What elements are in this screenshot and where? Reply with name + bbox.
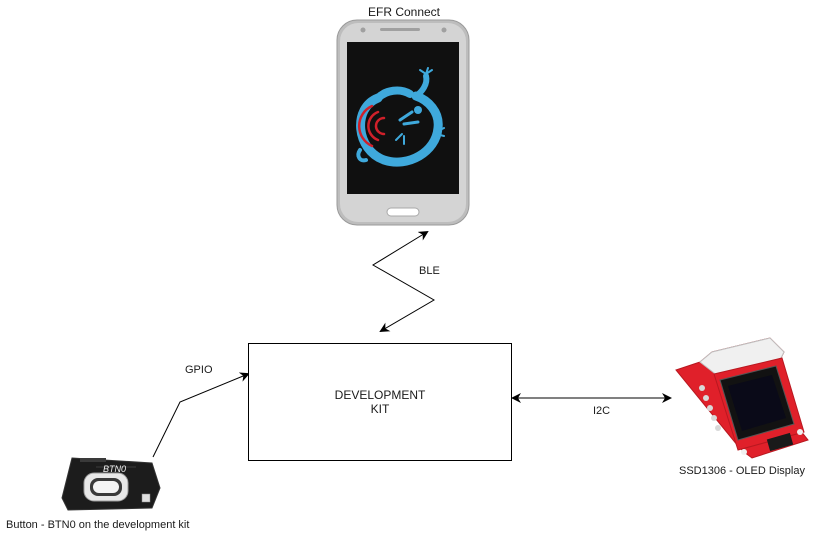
phone-home-button	[386, 207, 420, 217]
phone-label: EFR Connect	[367, 5, 441, 19]
efr-connect-gecko-logo-icon	[356, 67, 445, 167]
development-kit-label: DEVELOPMENT KIT	[334, 388, 426, 416]
phone-graphic	[336, 19, 470, 226]
i2c-label: I2C	[593, 405, 611, 417]
development-kit-box: DEVELOPMENT KIT	[248, 343, 512, 461]
button-board-label: Button - BTN0 on the development kit	[6, 519, 190, 531]
oled-display-label: SSD1306 - OLED Display	[679, 465, 805, 477]
oled-display-board-icon	[675, 337, 809, 459]
button-silkscreen: BTN0	[103, 464, 126, 474]
ble-link	[372, 230, 435, 333]
gpio-label: GPIO	[185, 364, 213, 376]
signal-waves-icon	[357, 104, 386, 148]
button-board-graphic: BTN0	[61, 457, 161, 511]
gpio-link	[152, 372, 250, 458]
ble-label: BLE	[419, 265, 440, 277]
